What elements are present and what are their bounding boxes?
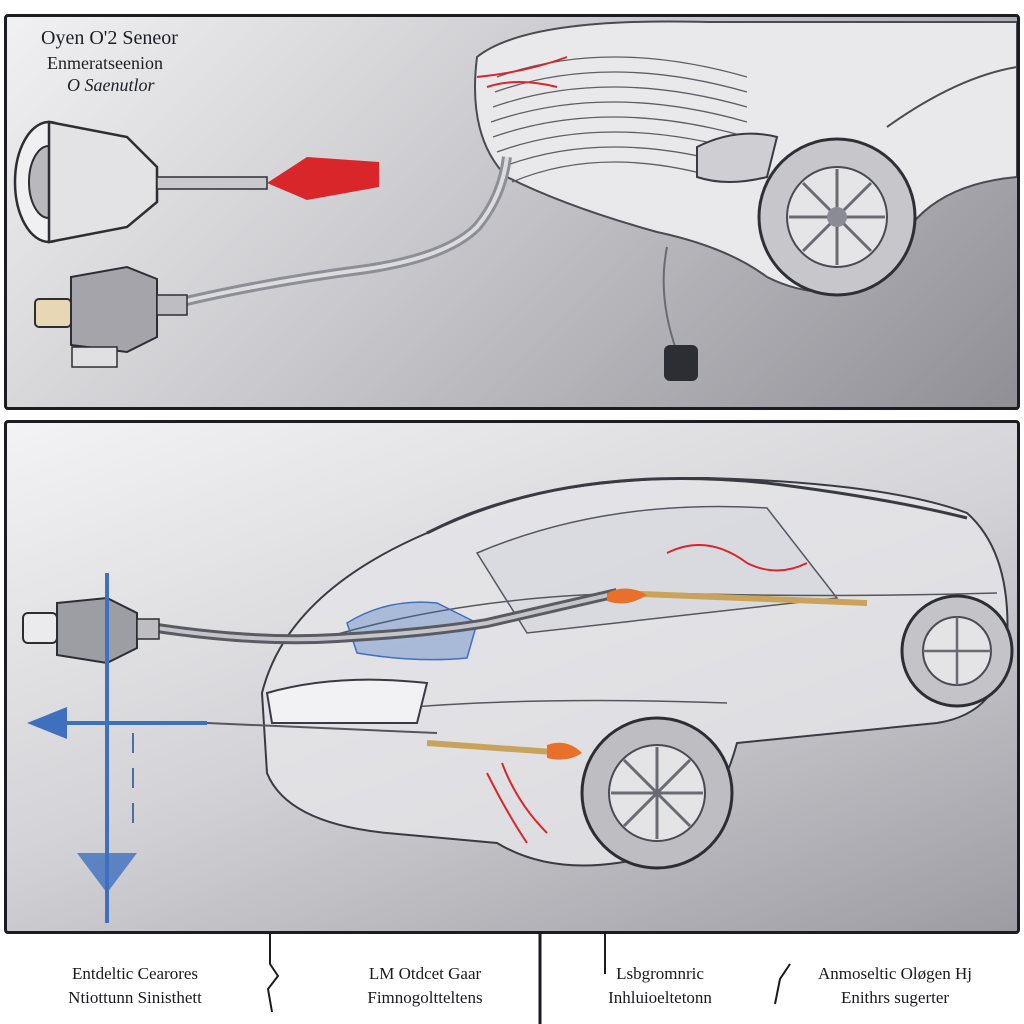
- top-illustration: [13, 20, 1017, 381]
- caption-dividers: [266, 934, 791, 1024]
- caption-block: Entdeltic Cearores Ntiottunn Sinisthett: [40, 962, 230, 1010]
- car-body-illustration: [260, 476, 1014, 870]
- flow-arrow-down: [77, 573, 137, 923]
- sensor-nozzle-illustration: [13, 120, 379, 244]
- caption-line: LM Otdcet Gaar: [368, 964, 482, 983]
- caption-bar: Entdeltic Cearores Ntiottunn Sinisthett …: [0, 934, 1024, 1024]
- caption-line: Enithrs sugerter: [840, 988, 950, 1007]
- caption-block: Lsbgromnric Inhluioeltetonn: [565, 962, 755, 1010]
- caption-line: Inhluioeltetonn: [608, 988, 712, 1007]
- car-rear-illustration: [474, 20, 1017, 381]
- caption-line: Anmoseltic Oløgen Hj: [818, 964, 972, 983]
- caption-line: Fimnogoltteltens: [367, 988, 483, 1007]
- panel-subtitle-line: O Saenutlor: [67, 75, 155, 95]
- panel-title-line: Oyen O'2 Seneor: [41, 27, 178, 49]
- caption-line: Entdeltic Cearores: [71, 964, 199, 983]
- caption-block: LM Otdcet Gaar Fimnogoltteltens: [330, 962, 520, 1010]
- top-panel: Oyen O'2 Seneor Enmeratseenion O Saenutl…: [4, 14, 1020, 410]
- oxygen-sensor-illustration: [34, 265, 188, 368]
- flow-arrow-left: [27, 707, 438, 739]
- car-cutaway-illustration: [22, 476, 1014, 923]
- caption-block: Anmoseltic Oløgen Hj Enithrs sugerter: [785, 962, 1005, 1010]
- panel-subtitle-line: Enmeratseenion: [47, 53, 163, 73]
- bottom-panel: [4, 420, 1020, 934]
- caption-line: Ntiottunn Sinisthett: [68, 988, 202, 1007]
- caption-line: Lsbgromnric: [616, 964, 704, 983]
- oxygen-sensor-illustration: [22, 596, 160, 665]
